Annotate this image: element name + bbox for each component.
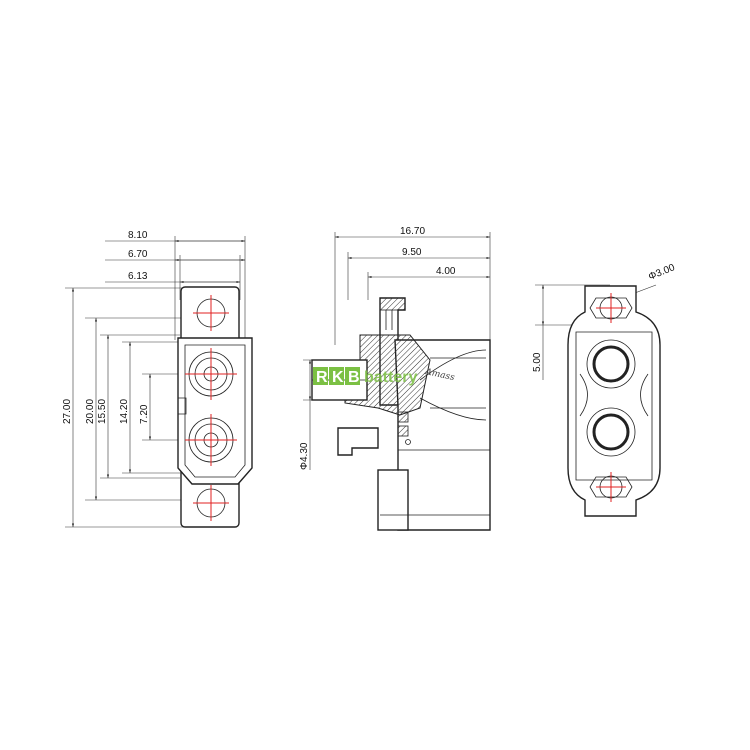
front-housing: [177, 337, 253, 485]
side-solder-tab: [337, 427, 379, 456]
watermark-box-r: [313, 367, 328, 385]
front-view: 8.10 6.70 6.13 27.00 20.00 15.50 14.20: [62, 230, 253, 528]
end-offset-dimension: 5.00: [532, 284, 610, 380]
dim-height-holes: 20.00: [85, 399, 96, 424]
front-mounting-hole-top: [193, 295, 229, 331]
watermark-logo: R K B battery: [313, 367, 417, 386]
front-mounting-hole-bottom: [193, 485, 229, 521]
watermark-box-b: [345, 367, 360, 385]
watermark-letter-b: B: [348, 369, 360, 386]
dim-pin-diameter: Φ4.30: [299, 442, 310, 470]
front-width-dimensions: 8.10 6.70 6.13: [105, 230, 246, 340]
end-nut-bottom: [589, 472, 633, 502]
end-nut-top: [589, 293, 633, 323]
front-height-dimensions: 27.00 20.00 15.50 14.20 7.20: [62, 287, 205, 528]
front-contact-top: [185, 348, 237, 400]
dim-height-pitch: 7.20: [139, 404, 150, 424]
dim-height-inner: 14.20: [119, 399, 130, 424]
dim-length-mid: 9.50: [402, 247, 422, 258]
dim-height-body: 15.50: [97, 399, 108, 424]
watermark-box-k: [329, 367, 344, 385]
side-lower-tab: [377, 469, 409, 531]
watermark-letter-r: R: [316, 369, 328, 386]
side-hatched-blocks: [397, 411, 409, 437]
watermark-letter-k: K: [332, 369, 344, 386]
dim-hole-offset: 5.00: [532, 352, 543, 372]
dim-width-inner: 6.13: [128, 271, 148, 282]
dim-width-mid: 6.70: [128, 249, 148, 260]
end-socket-bottom: [586, 407, 636, 457]
front-contact-bottom: [185, 414, 237, 466]
dim-width-outer: 8.10: [128, 230, 148, 241]
dim-length-total: 16.70: [400, 226, 425, 237]
end-socket-top: [586, 339, 636, 389]
dim-height-total: 27.00: [62, 399, 73, 424]
end-outline: [567, 285, 661, 517]
dim-length-short: 4.00: [436, 266, 456, 277]
watermark-word: battery: [364, 369, 417, 386]
end-view: Φ3.00 5.00: [532, 262, 677, 517]
side-length-dimensions: 16.70 9.50 4.00: [334, 226, 491, 345]
dim-hole-diameter: Φ3.00: [647, 262, 677, 283]
